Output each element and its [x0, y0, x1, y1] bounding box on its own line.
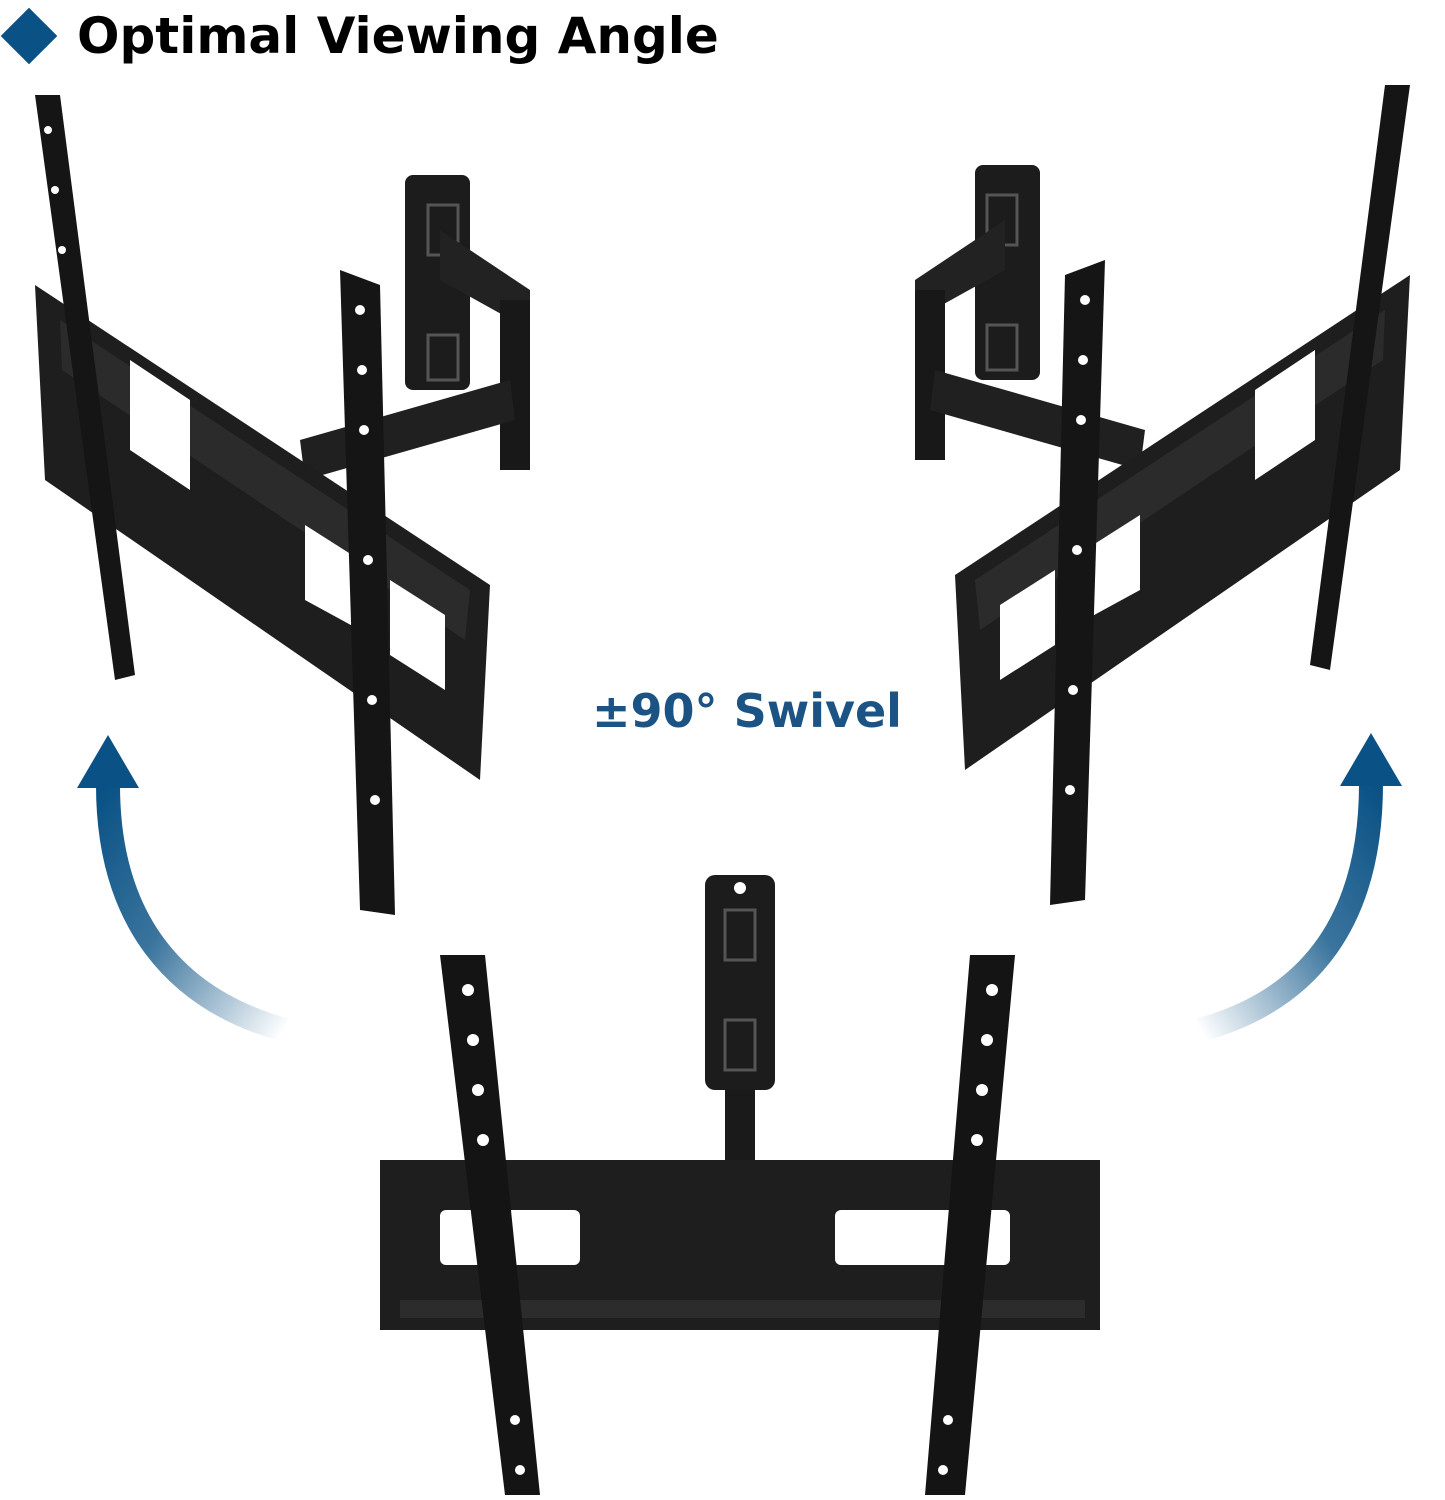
right-swivel-arrow-icon: [1196, 733, 1402, 1042]
swivel-label: ±90° Swivel: [592, 684, 902, 738]
right-swivel-mount: [913, 83, 1412, 907]
heading: Optimal Viewing Angle: [0, 0, 719, 72]
left-swivel-mount: [33, 93, 532, 917]
left-swivel-arrow-icon: [77, 735, 289, 1042]
heading-title: Optimal Viewing Angle: [77, 7, 719, 65]
center-straight-mount: [380, 875, 1100, 1495]
